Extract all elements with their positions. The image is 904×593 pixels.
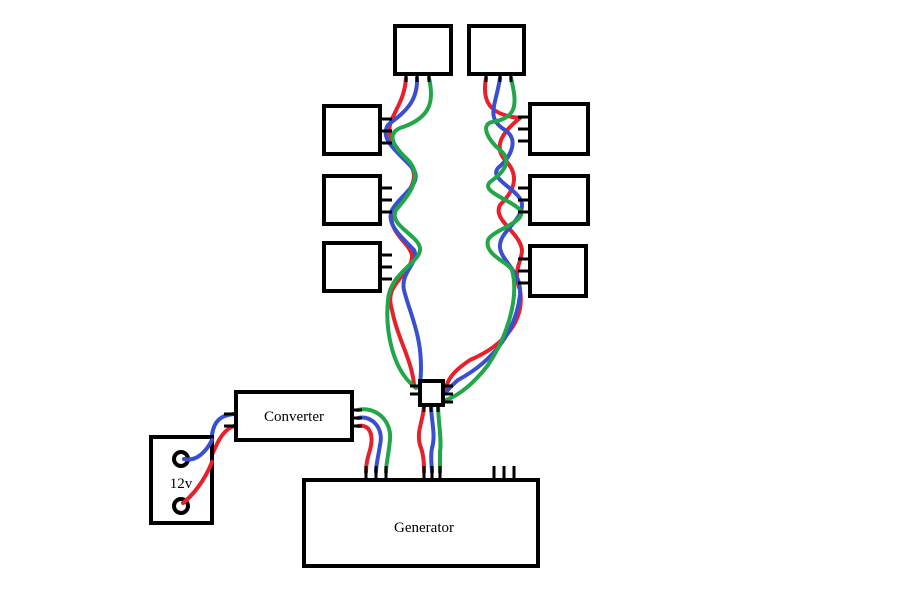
wire-red-terminal [181, 460, 214, 505]
wire-red-converter-generator [356, 423, 374, 474]
wire-red-top-right [444, 76, 526, 390]
wire-blue-hub-generator [429, 402, 436, 474]
wire-blue-terminal [182, 438, 214, 462]
generator-box [302, 478, 540, 568]
light-module-left-3 [322, 241, 382, 293]
light-module-top-right [467, 24, 526, 76]
wire-green-top-right [444, 76, 524, 402]
light-module-top-left [393, 24, 453, 76]
light-module-right-3 [528, 244, 588, 298]
wire-blue-converter-generator [356, 415, 383, 474]
wire-green-converter-generator [356, 407, 393, 474]
generator-label: Generator [394, 520, 454, 536]
wire-blue-top-left [383, 76, 423, 387]
wire-green-hub-generator [436, 402, 443, 474]
battery-label: 12v [170, 476, 193, 492]
converter-label: Converter [264, 409, 324, 425]
converter-box [234, 390, 354, 442]
light-module-left-1 [322, 104, 382, 156]
wire-red-hub-generator [416, 402, 426, 474]
wire-green-top-left [385, 76, 434, 390]
light-module-right-1 [528, 102, 590, 156]
splitter-hub [418, 379, 445, 407]
wire-blue-top-right [444, 76, 525, 394]
light-module-left-2 [322, 174, 382, 226]
light-module-right-2 [528, 174, 590, 226]
